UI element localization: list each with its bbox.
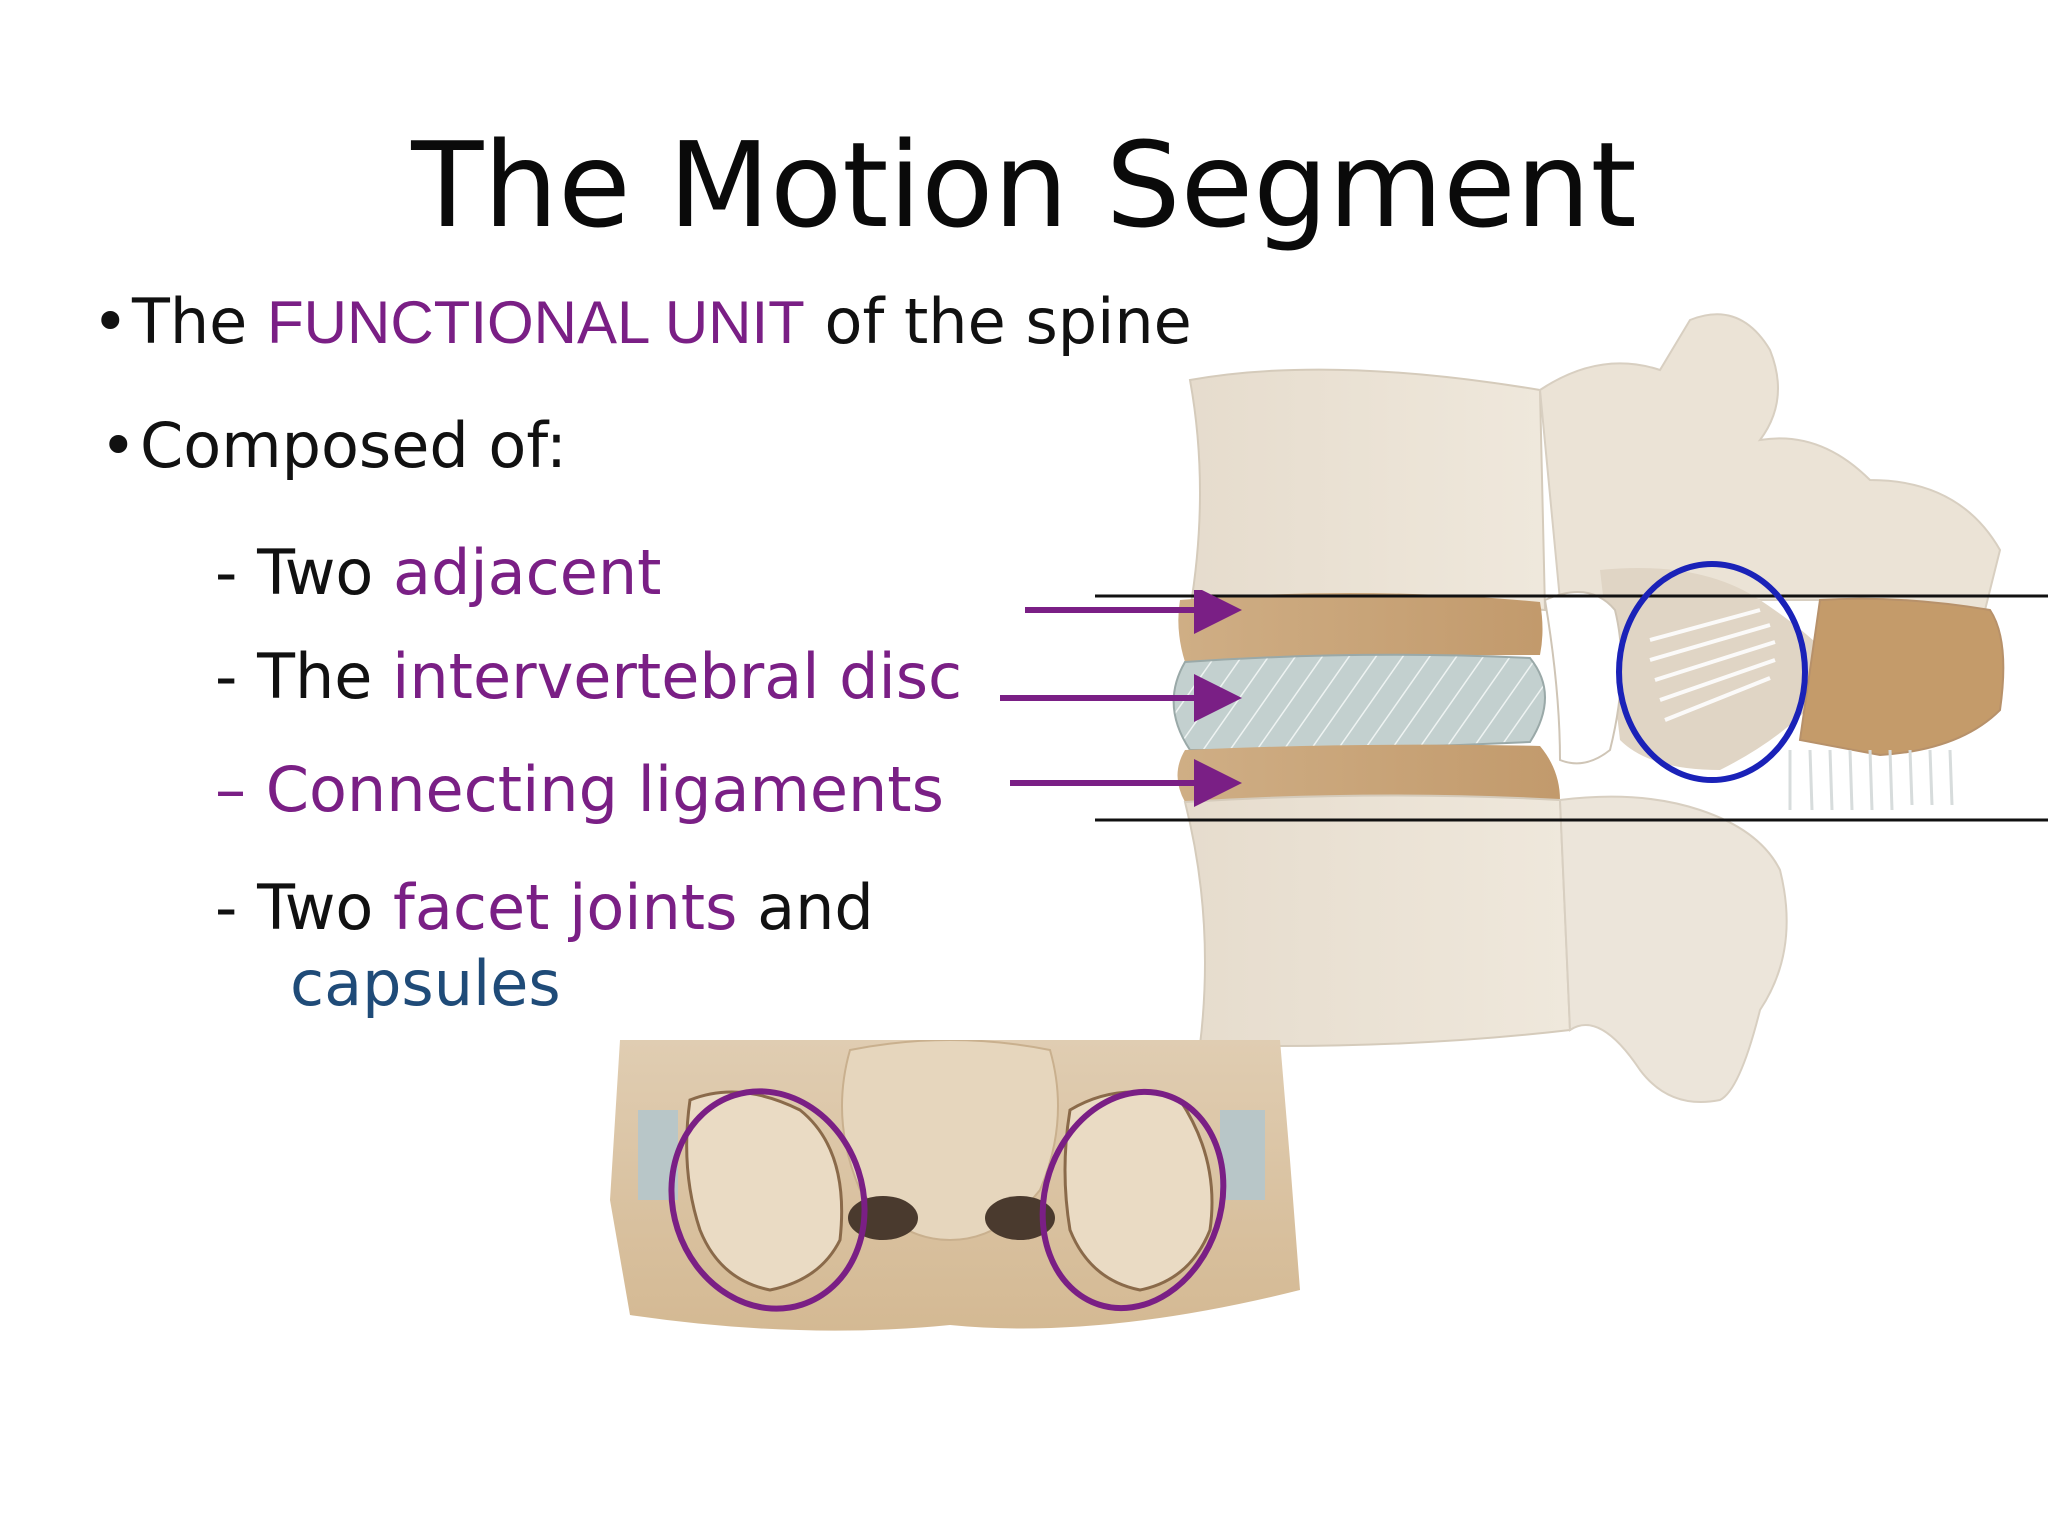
component-4-highlight: facet joints [393, 871, 738, 944]
component-facet-joints: - Two facet joints and [215, 870, 874, 946]
bullet-2-text: Composed of: [140, 409, 567, 482]
right-facet [1063, 1090, 1214, 1292]
bullet-1-highlight: FUNCTIONAL UNIT [267, 289, 805, 356]
component-4-prefix: - Two [215, 871, 394, 944]
component-intervertebral-disc: - The intervertebral disc [215, 639, 962, 715]
component-capsules: capsules [290, 947, 561, 1020]
spinous-process [1798, 597, 2005, 757]
bullet-1-prefix: The [132, 285, 268, 358]
bullet-glyph: • [92, 285, 129, 358]
component-4-suffix: and [737, 871, 874, 944]
upper-endplate [1178, 592, 1543, 662]
facet-joint-circle-lateral [1616, 561, 1808, 783]
lower-vertebral-body [1183, 794, 1572, 1047]
lower-endplate [1177, 744, 1560, 802]
slide-title: The Motion Segment [411, 116, 1637, 254]
interlaminar-gap-right [985, 1196, 1055, 1240]
facet-capsule-fibres [1649, 608, 1776, 722]
component-adjacent: - Two adjacent [215, 535, 661, 611]
facet-joint-circle-left [668, 1088, 868, 1312]
component-2-prefix: - The [215, 640, 393, 713]
pointer-arrows [1000, 590, 1242, 807]
ligament-fibres [1788, 749, 1954, 811]
component-connecting-ligaments: – Connecting ligaments [215, 752, 944, 828]
interlaminar-gap-left [848, 1196, 918, 1240]
left-facet [685, 1090, 844, 1292]
bullet-1-suffix: of the spine [804, 285, 1192, 358]
component-1-prefix: - Two [215, 536, 394, 609]
component-2-highlight: intervertebral disc [392, 640, 963, 713]
lower-posterior-elements [1558, 795, 1788, 1103]
intervertebral-foramen [1543, 591, 1623, 765]
posterior-facet-illustration [610, 1040, 1300, 1331]
bullet-functional-unit: •The FUNCTIONAL UNIT of the spine [92, 284, 1192, 361]
facet-joint-circle-right [1039, 1088, 1227, 1312]
component-1-highlight: adjacent [393, 536, 662, 609]
lateral-spine-illustration [1095, 313, 2048, 1103]
upper-vertebral-body [1188, 368, 1547, 612]
bullet-composed-of: •Composed of: [100, 408, 567, 484]
pedicle [1600, 568, 1840, 770]
component-3-highlight: – Connecting ligaments [215, 753, 944, 826]
disc-strip-right [1220, 1110, 1265, 1200]
bullet-glyph: • [100, 409, 137, 482]
